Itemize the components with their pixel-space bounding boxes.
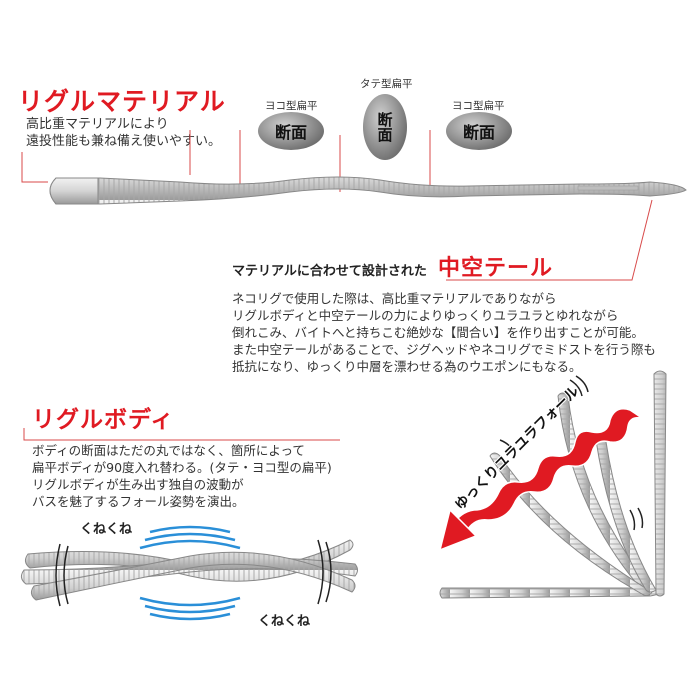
fall-lure-2: [489, 452, 653, 597]
wiggle-label-1: くねくね: [80, 522, 133, 537]
cross-section-text-2: 断面: [375, 112, 394, 142]
fall-lure-lying: [439, 587, 663, 599]
hollow-tail-line-2: リグルボディと中空テールの力によりゆっくりユラユラとゆれながら: [232, 308, 619, 323]
hollow-tail-line-3: 倒れこみ、バイトへと持ちこむ絶妙な【間合い】を作り出すことが可能。: [232, 325, 644, 340]
material-line-1: 高比重マテリアルにより: [26, 117, 169, 132]
body-line-2: 扁平ボディが90度入れ替わる。(タテ・ヨコ型の扁平): [32, 460, 332, 475]
body-line-4: バスを魅了するフォール姿勢を演出。: [32, 494, 245, 509]
callout-lines: [21, 130, 653, 281]
material-line-2: 遠投性能も兼ね備え使いやすい。: [26, 134, 222, 149]
body-line-1: ボディの断面はただの丸ではなく、箇所によって: [32, 443, 305, 458]
fall-motion-marks: [499, 375, 644, 531]
material-title: リグルマテリアル: [18, 87, 226, 116]
cross-section-text-3: 断面: [462, 123, 495, 142]
cross-section-label-1: ヨコ型扁平: [265, 100, 318, 112]
body-line-3: リグルボディが生み出す独自の波動が: [32, 477, 244, 492]
cross-section-label-2: タテ型扁平: [360, 78, 413, 90]
hollow-tail-line-5: 抵抗になり、ゆっくり中層を漂わせる為のウエポンにもなる。: [232, 359, 582, 374]
cross-section-oval-1: 断面: [258, 112, 324, 150]
hollow-tail-line-4: また中空テールがあることで、ジグヘッドやネコリグでミドストを行う際も: [232, 342, 656, 357]
hollow-tail-heading: マテリアルに合わせて設計された 中空テール: [232, 250, 553, 282]
fall-illustration: [438, 370, 667, 599]
cross-section-label-3: ヨコ型扁平: [452, 100, 505, 112]
body-callout-line: [23, 428, 340, 441]
fall-arrowhead: [438, 508, 478, 552]
wiggle-label-2: くねくね: [258, 614, 311, 629]
hollow-tail-lead: マテリアルに合わせて設計された: [232, 264, 427, 279]
wave-lines-top: [139, 525, 241, 550]
cross-section-text-1: 断面: [274, 123, 307, 142]
fall-lure-upright: [653, 370, 667, 597]
hollow-tail-title: 中空テール: [437, 256, 553, 281]
body-title: リグルボディ: [32, 407, 175, 433]
motion-arcs: [55, 539, 332, 607]
hollow-tail-line-1: ネコリグで使用した際は、高比重マテリアルでありながら: [232, 291, 557, 306]
cross-section-oval-2: 断面: [363, 94, 407, 160]
main-lure-graphic: [21, 130, 687, 281]
main-lure-body: [49, 176, 687, 205]
wiggle-illustration: [20, 525, 358, 621]
wave-lines-bottom: [139, 596, 241, 621]
cross-section-oval-3: 断面: [446, 112, 512, 150]
